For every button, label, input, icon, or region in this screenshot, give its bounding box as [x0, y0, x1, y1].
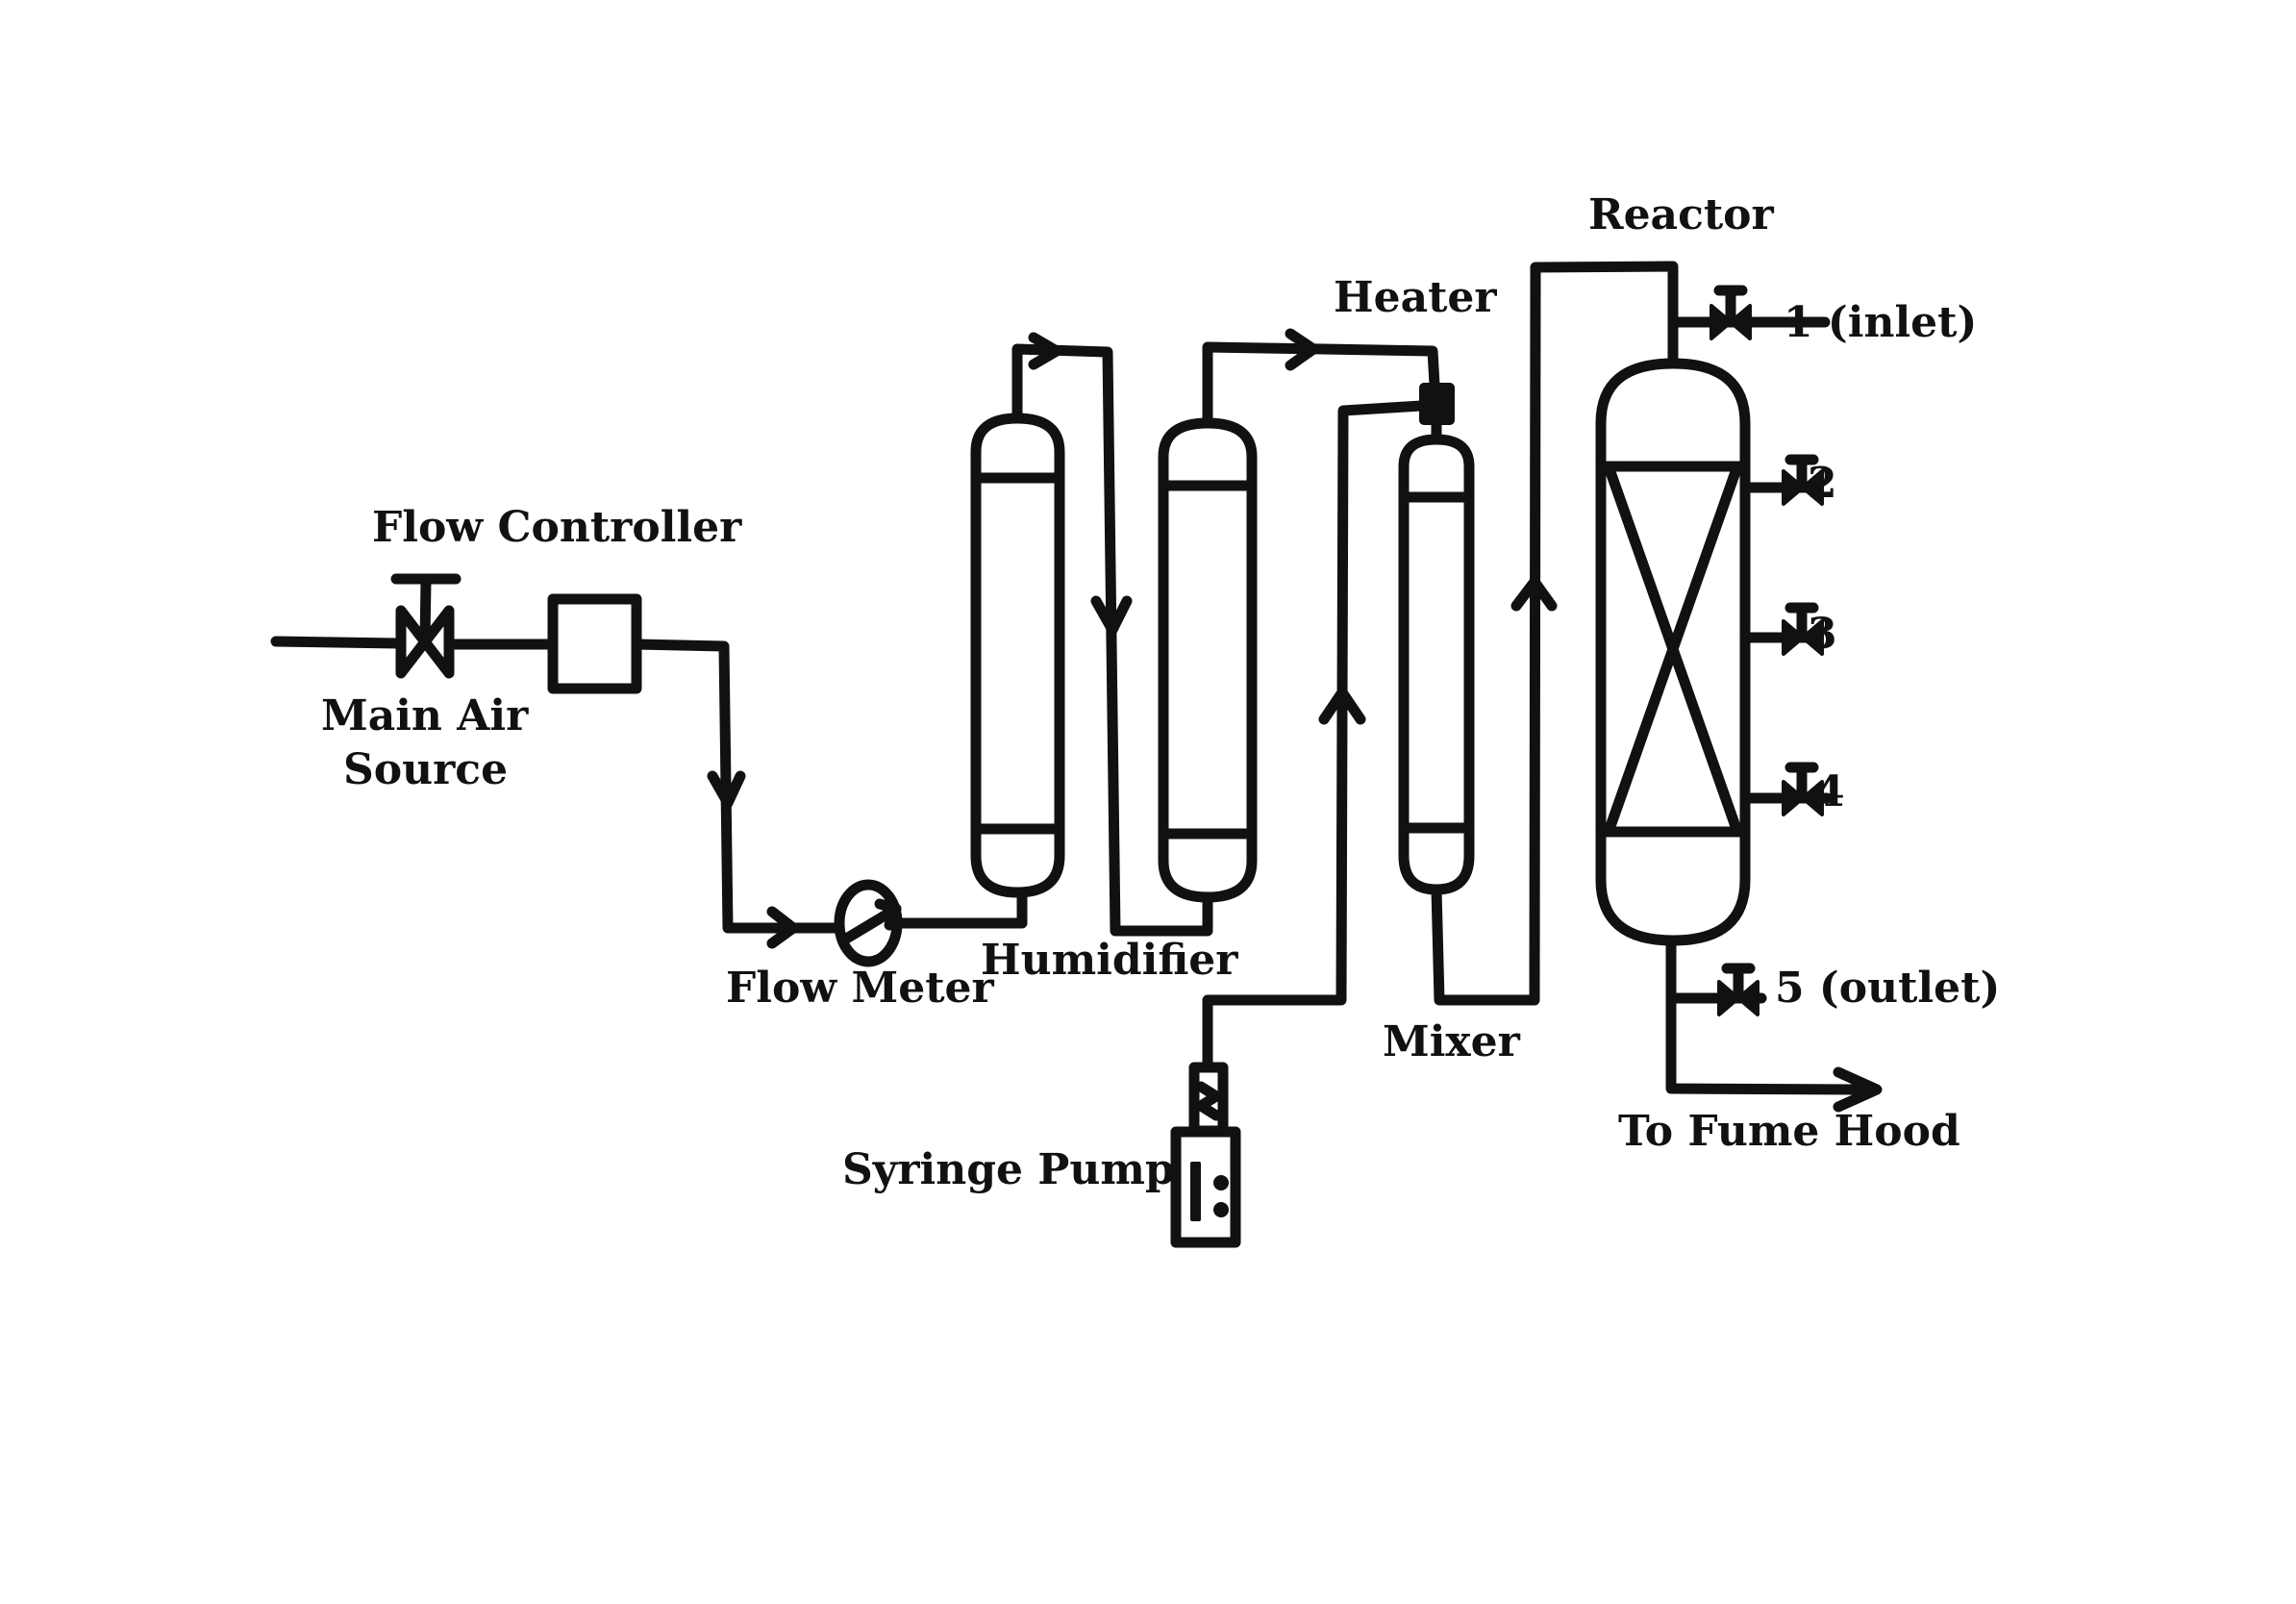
heater-label: Heater	[1334, 273, 1497, 322]
flow-arrow-down-icon	[707, 770, 746, 809]
to-fume-hood-label: To Fume Hood	[1618, 1107, 1960, 1156]
flow-arrow-right-icon	[766, 906, 799, 949]
syringe-pump-display	[1190, 1162, 1201, 1221]
sample-port-3	[1739, 602, 1824, 656]
sample-port-2	[1739, 454, 1824, 506]
pipe-mixer-to-reactor	[1431, 261, 1679, 1006]
pipe-meter-to-humidifier1	[893, 884, 1028, 929]
flow-meter-label: Flow Meter	[726, 964, 995, 1013]
flow-arrows	[707, 328, 1883, 1113]
pipe-controller-to-meter	[631, 639, 842, 934]
syringe-pump-label: Syringe Pump	[842, 1145, 1175, 1194]
sample-port-2-label: 2	[1808, 459, 1837, 508]
sample-port-1-label: 1 (inlet)	[1784, 298, 1977, 347]
reactor-label: Reactor	[1588, 190, 1775, 239]
pipe-humidifier1-to-humidifier2	[1011, 343, 1213, 937]
heater-block	[1419, 383, 1455, 425]
sample-port-5	[1665, 963, 1767, 1016]
syringe-pump-device	[1170, 1062, 1241, 1248]
main-air-source-label-line1: Main Air	[321, 691, 529, 740]
syringe-pump-button	[1213, 1175, 1229, 1190]
sample-port-4-label: 4	[1815, 767, 1845, 816]
control-valve-icon	[390, 573, 462, 679]
flow-arrow-up-icon	[1510, 576, 1558, 612]
humidifier-vessel-2	[1158, 417, 1258, 903]
mixer-label: Mixer	[1383, 1017, 1521, 1066]
reactor-vessel	[1595, 358, 1751, 946]
pipe-syringe-to-mixer	[1202, 400, 1427, 1075]
flow-arrow-right-icon	[1028, 332, 1062, 370]
pipe-reactor-to-fume-hood	[1665, 935, 1866, 1095]
sample-port-3-label: 3	[1808, 610, 1837, 659]
pipe-humidifier2-to-heater	[1202, 341, 1440, 431]
flow-arrow-down-icon	[1090, 595, 1133, 636]
flow-controller-label: Flow Controller	[372, 503, 742, 552]
sample-port-4	[1739, 762, 1833, 816]
flow-arrow-right-icon	[1285, 328, 1319, 371]
mixer-vessel	[1398, 434, 1475, 895]
flow-arrow-right-icon	[1833, 1066, 1883, 1113]
pipe-network	[270, 261, 1866, 1095]
humidifier-label: Humidifier	[981, 936, 1238, 985]
humidifier-vessel-1	[970, 413, 1065, 898]
main-air-source-label-line2: Source	[343, 745, 508, 794]
sample-port-1	[1667, 285, 1831, 340]
syringe-pump-button	[1213, 1202, 1229, 1217]
sample-port-5-label: 5 (outlet)	[1775, 964, 2000, 1013]
flow-meter-icon	[834, 879, 903, 967]
flow-arrow-up-icon	[1318, 687, 1366, 725]
reactor-packed-bed	[1603, 461, 1743, 838]
component-labels: Flow Controller Main Air Source Flow Met…	[321, 190, 2000, 1194]
flow-controller-unit	[547, 593, 642, 694]
pipe-air-inlet	[270, 636, 405, 649]
